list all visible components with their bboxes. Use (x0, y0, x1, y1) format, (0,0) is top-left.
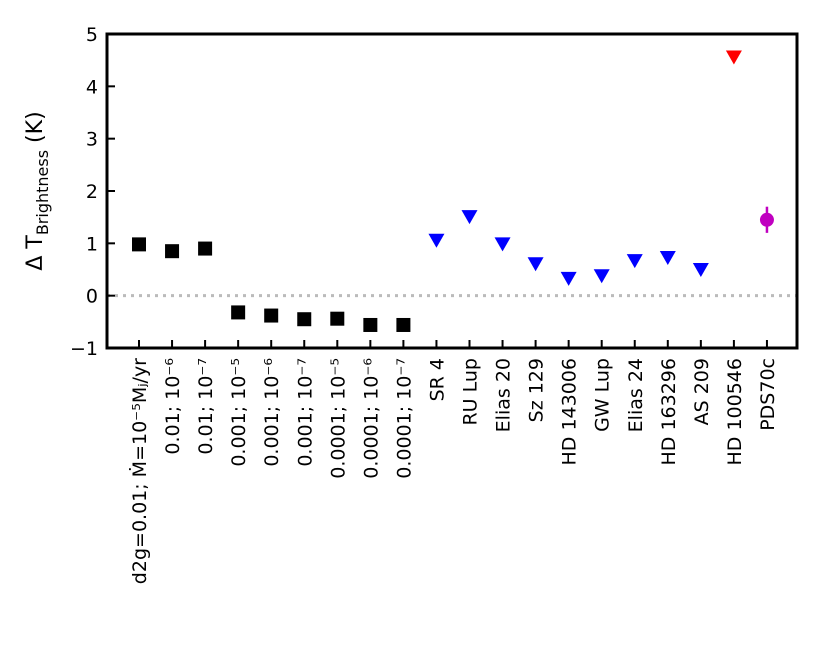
x-tick-label: 0.0001; 10⁻⁷ (393, 358, 415, 479)
triangle-marker (725, 50, 742, 65)
data-markers (132, 50, 774, 332)
x-tick-label: HD 143006 (559, 358, 581, 466)
plot-frame (105, 32, 799, 350)
x-axis: d2g=0.01; Ṁ=10⁻⁵Mⱼ/yr 0.01; 10⁻⁶ 0.01; 10⁻… (128, 340, 779, 584)
x-tick-label: Elias 24 (625, 358, 647, 432)
x-tick-label: 0.001; 10⁻⁷ (294, 358, 316, 467)
x-tick-label: 0.001; 10⁻⁵ (228, 358, 250, 467)
x-tick-label: PDS70c (757, 358, 779, 431)
y-axis-title: Δ TBrightness (K) (23, 111, 52, 270)
x-tick-label: RU Lup (460, 358, 482, 426)
x-tick-label: AS 209 (691, 358, 713, 425)
square-marker (198, 241, 213, 256)
y-tick-label: 1 (86, 233, 98, 255)
triangle-marker (527, 257, 544, 272)
triangle-marker (692, 263, 709, 278)
y-axis-title-subscript: Brightness (33, 150, 52, 235)
plot-area (105, 32, 799, 350)
x-tick-label: HD 100546 (724, 358, 746, 466)
y-tick-label: 5 (86, 24, 98, 46)
x-tick-label: 0.0001; 10⁻⁶ (360, 358, 382, 479)
x-tick-label: 0.001; 10⁻⁶ (261, 358, 283, 467)
x-tick-label: 0.01; 10⁻⁶ (162, 358, 184, 455)
y-axis: −1 0 1 2 3 4 5 (70, 24, 115, 360)
square-marker (231, 305, 246, 320)
y-tick-label: −1 (70, 338, 98, 360)
x-tick-label: HD 163296 (658, 358, 680, 466)
y-tick-label: 2 (86, 181, 98, 203)
x-tick-label: SR 4 (426, 358, 448, 401)
y-axis-title-prefix: Δ T (23, 235, 48, 271)
x-tick-label: 0.01; 10⁻⁷ (195, 358, 217, 455)
triangle-marker (593, 269, 610, 284)
y-tick-label: 0 (86, 286, 98, 308)
square-marker (165, 244, 180, 259)
square-marker (330, 311, 345, 326)
square-marker (297, 312, 312, 327)
y-tick-label: 4 (86, 76, 98, 98)
square-marker (363, 317, 378, 332)
x-tick-label: 0.0001; 10⁻⁵ (327, 358, 349, 479)
triangle-marker (560, 271, 577, 286)
x-tick-label: d2g=0.01; Ṁ=10⁻⁵Mⱼ/yr (128, 358, 151, 584)
triangle-marker (428, 233, 445, 248)
square-marker (396, 317, 411, 332)
square-marker (132, 237, 146, 252)
triangle-marker (659, 250, 676, 265)
triangle-marker (494, 237, 511, 252)
x-tick-label: Elias 20 (493, 358, 515, 432)
triangle-marker (626, 254, 643, 269)
circle-marker (759, 212, 774, 227)
x-tick-label: Sz 129 (526, 358, 548, 422)
square-marker (264, 308, 279, 323)
x-tick-label: GW Lup (592, 358, 614, 432)
triangle-marker (461, 210, 478, 225)
y-tick-label: 3 (86, 129, 98, 151)
y-axis-title-suffix: (K) (23, 111, 48, 150)
